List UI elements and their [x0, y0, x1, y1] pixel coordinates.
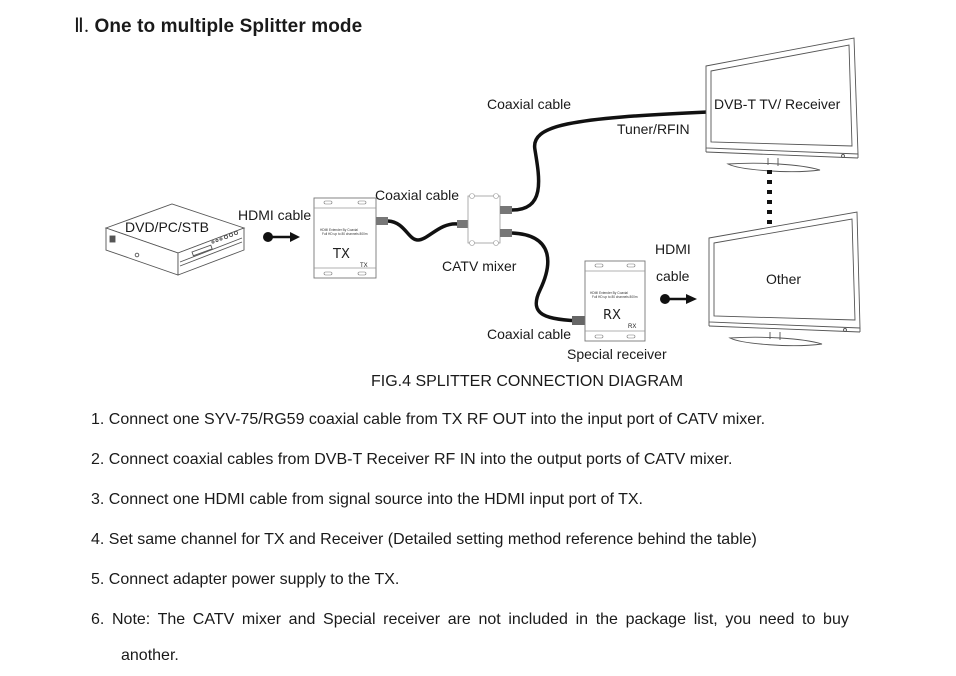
figure-caption: FIG.4 SPLITTER CONNECTION DIAGRAM [370, 373, 684, 390]
rx-model-line2: Full HD up to 80 channels 800m [592, 295, 638, 299]
hdmi-input-cable-label: HDMI cable [238, 207, 311, 223]
source-device-label: DVD/PC/STB [125, 219, 209, 235]
instruction-step: 1. Connect one SYV-75/RG59 coaxial cable… [91, 411, 766, 428]
dotted-link [767, 170, 772, 224]
instruction-list: 1. Connect one SYV-75/RG59 coaxial cable… [91, 410, 891, 676]
tuner-rfin-label: Tuner/RFIN [617, 121, 690, 137]
dvb-t-tv-label: DVB-T TV/ Receiver [714, 96, 841, 112]
tx-model-line1: HDMI Extender By Coaxial [320, 228, 358, 232]
special-receiver-label: Special receiver [567, 346, 667, 362]
rx-unit: HDMI Extender By Coaxial Full HD up to 8… [584, 260, 646, 342]
coax-mixer-tv-label: Coaxial cable [487, 96, 571, 112]
rx-rf-in-connector [572, 316, 585, 325]
rx-model-line1: HDMI Extender By Coaxial [590, 291, 628, 295]
note-text: 6. Note: The CATV mixer and Special rece… [91, 611, 849, 628]
hdmi-arrow-icon [263, 232, 300, 242]
tx-label: TX [332, 247, 350, 262]
rx-label: RX [603, 308, 621, 323]
rx-small-label: RX [628, 324, 636, 330]
coax-cable-mixer-rx [511, 231, 585, 323]
coax-cable-tx-mixer [387, 219, 459, 242]
splitter-connection-diagram: DVD/PC/STB HDMI cable HDMI Extender By C… [104, 37, 861, 362]
section-title: One to multiple Splitter mode [94, 16, 363, 37]
catv-mixer-label: CATV mixer [442, 258, 517, 274]
other-tv-icon [708, 211, 861, 347]
instruction-step-note: 6. Note: The CATV mixer and Special rece… [91, 600, 891, 676]
section-heading: Ⅱ. One to multiple Splitter mode [74, 13, 362, 38]
note-continuation: another. [121, 647, 179, 664]
section-number: Ⅱ. [74, 15, 90, 37]
tx-small-label: TX [360, 263, 368, 269]
instruction-step: 5. Connect adapter power supply to the T… [91, 571, 400, 588]
tx-model-line2: Full HD up to 80 channels 800m [322, 232, 368, 236]
coax-tx-mixer-label: Coaxial cable [375, 187, 459, 203]
instruction-step: 2. Connect coaxial cables from DVB-T Rec… [91, 451, 733, 468]
dvd-player-icon [104, 203, 246, 276]
hdmi-output-arrow-icon [660, 294, 697, 304]
instruction-step: 3. Connect one HDMI cable from signal so… [91, 491, 643, 508]
other-tv-label: Other [766, 271, 801, 287]
dvb-t-tv-icon [705, 37, 859, 173]
instruction-step: 4. Set same channel for TX and Receiver … [91, 531, 757, 548]
tx-unit: HDMI Extender By Coaxial Full HD up to 8… [313, 197, 377, 279]
tx-rf-out-connector [376, 217, 388, 225]
catv-mixer [457, 193, 512, 246]
hdmi-output-label-line1: HDMI [655, 241, 691, 257]
coax-mixer-rx-label: Coaxial cable [487, 326, 571, 342]
coax-cable-mixer-tv [511, 110, 709, 212]
hdmi-output-label-line2: cable [656, 268, 690, 284]
